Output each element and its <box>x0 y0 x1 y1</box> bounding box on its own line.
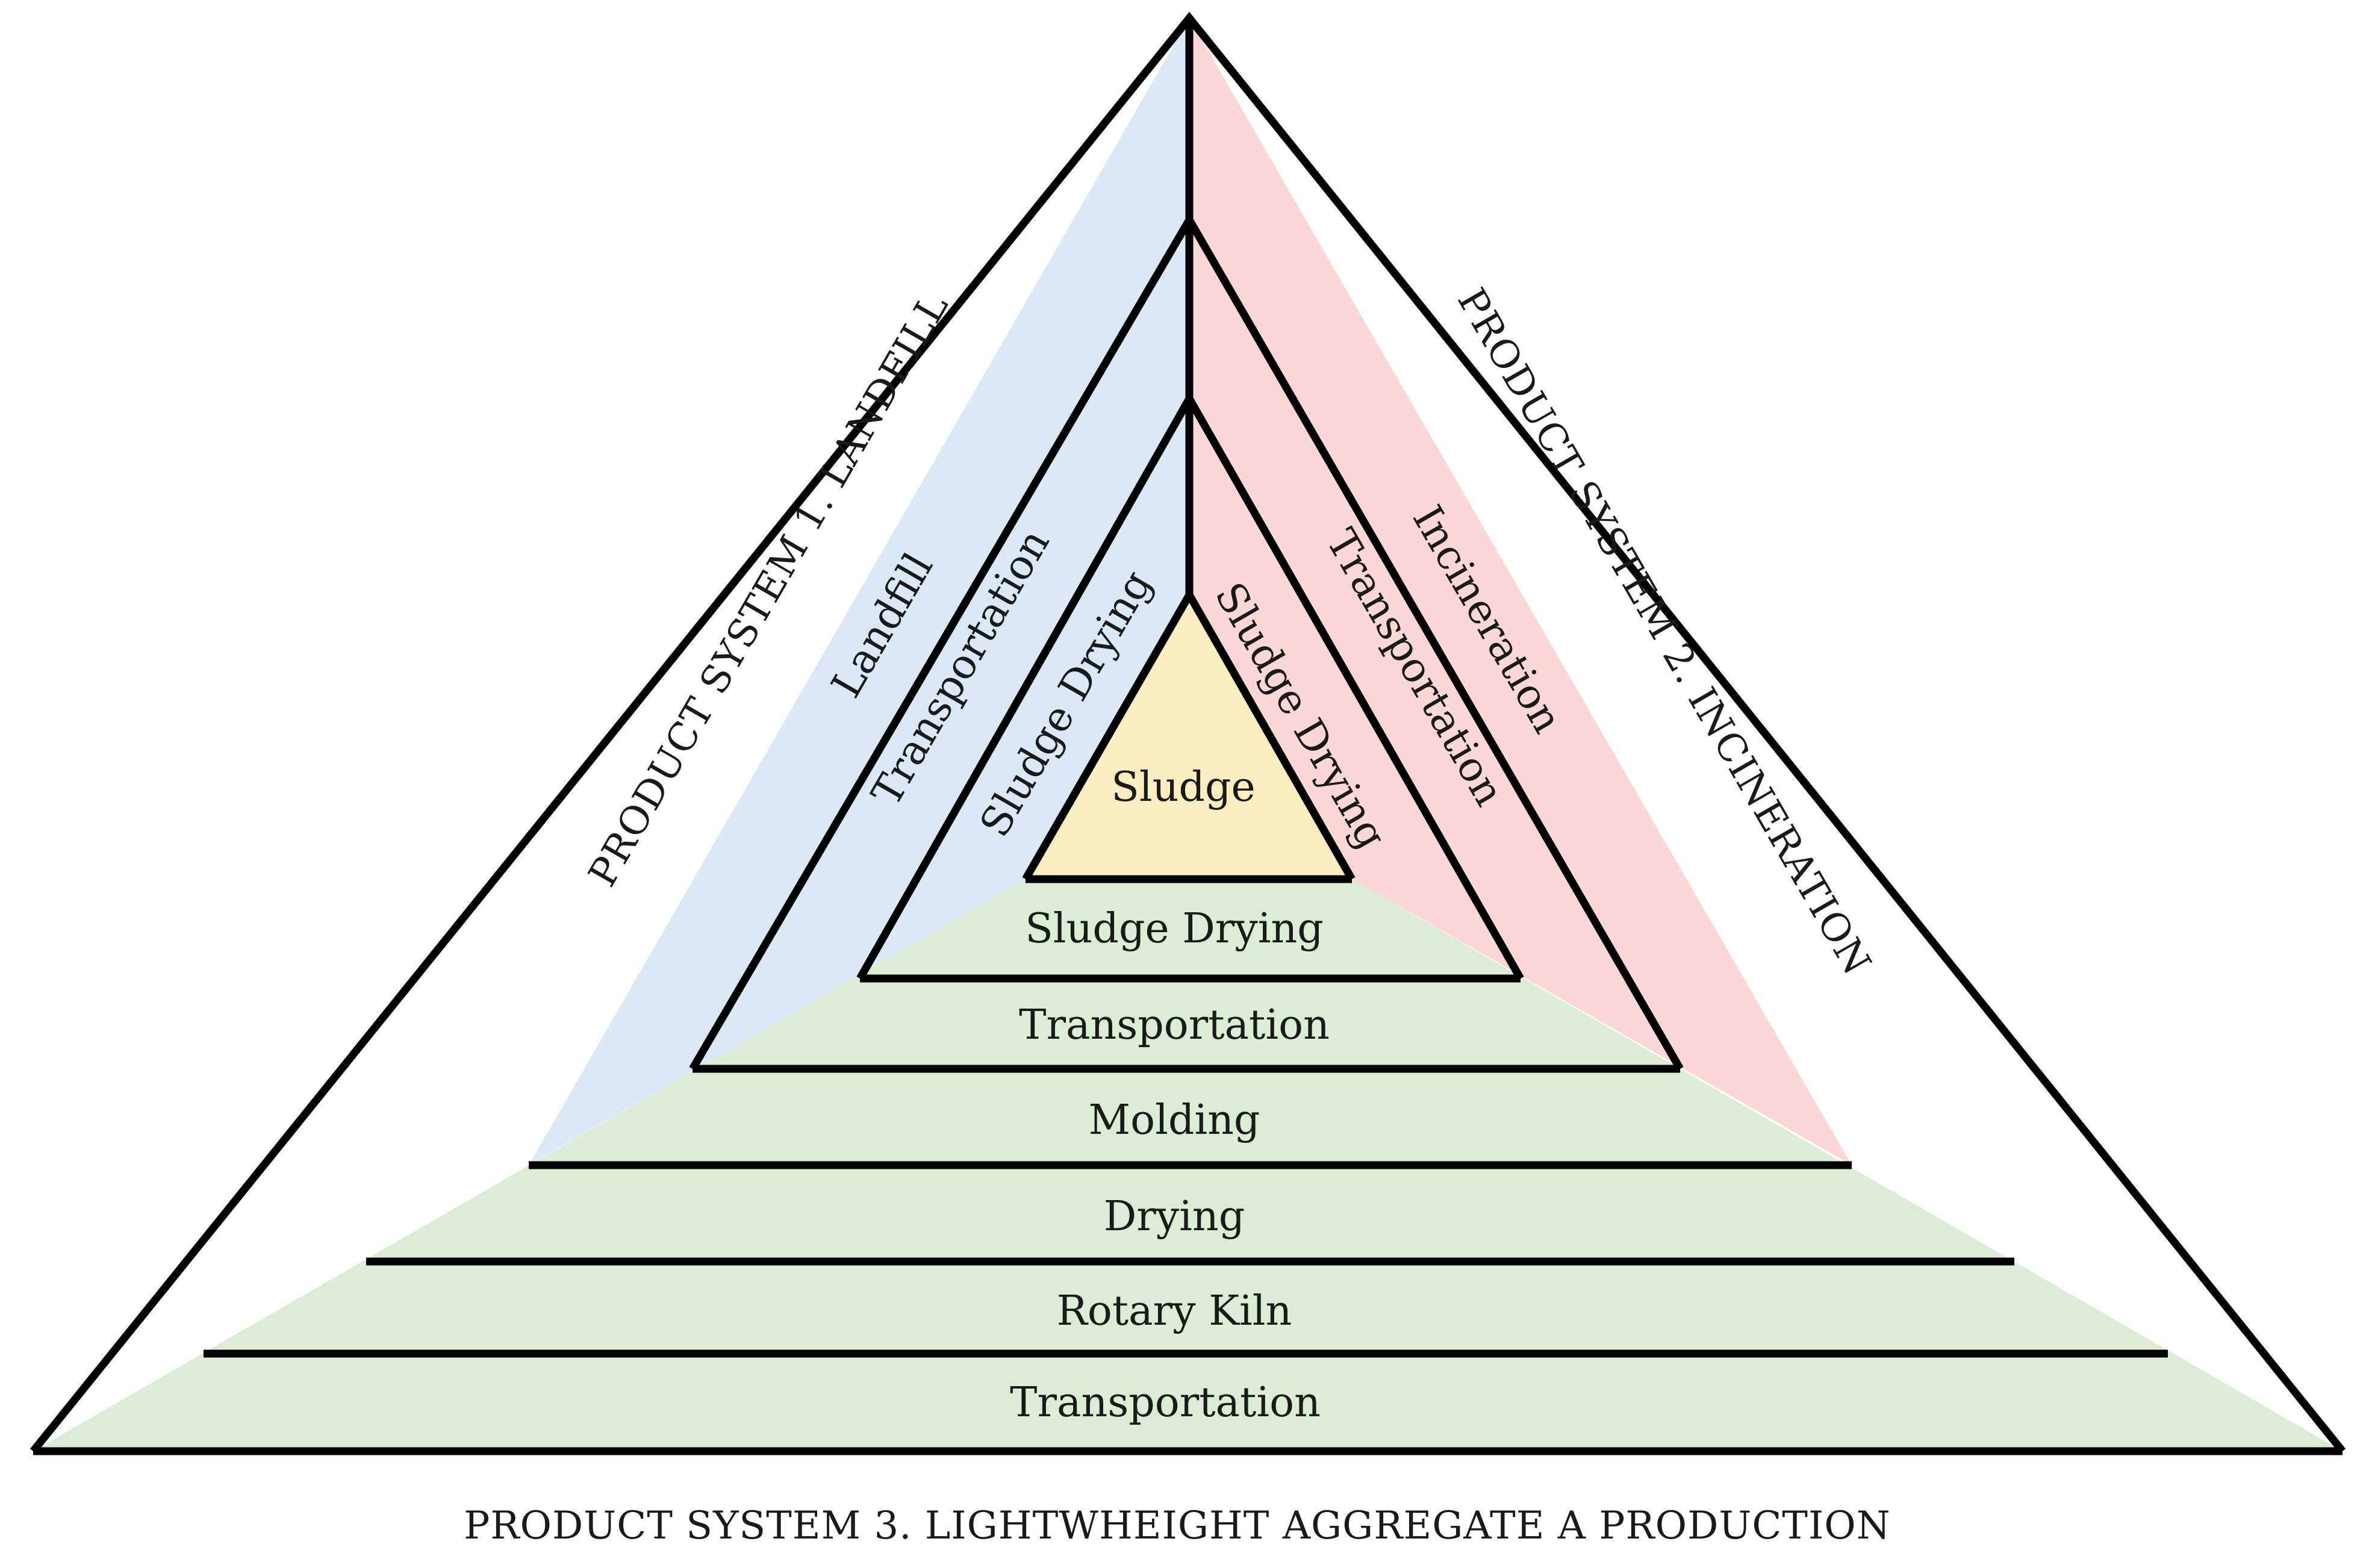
s3-layer-2: Transportation <box>1019 1001 1330 1049</box>
left-chevron-1 <box>689 217 1193 1071</box>
s3-layer-3: Molding <box>1089 1097 1260 1144</box>
system2-region <box>1189 18 1852 1165</box>
right-chevron-3 <box>1186 593 1356 882</box>
s3-layer-6: Transportation <box>1010 1379 1321 1426</box>
s3-layer-1: Sludge Drying <box>1025 905 1324 953</box>
s3-layer-5: Rotary Kiln <box>1057 1287 1292 1335</box>
system1-region <box>529 18 1189 1165</box>
core-label: Sludge <box>1111 764 1255 811</box>
right-chevron-1 <box>1186 217 1684 1071</box>
system3-caption: PRODUCT SYSTEM 3. LIGHTWHEIGHT AGGREGATE… <box>464 1504 1890 1548</box>
right-chevron-2 <box>1186 396 1524 981</box>
s3-layer-4: Drying <box>1104 1193 1245 1240</box>
left-chevron-2 <box>856 396 1193 981</box>
left-chevron-3 <box>1022 593 1193 882</box>
core-region <box>1026 595 1352 879</box>
